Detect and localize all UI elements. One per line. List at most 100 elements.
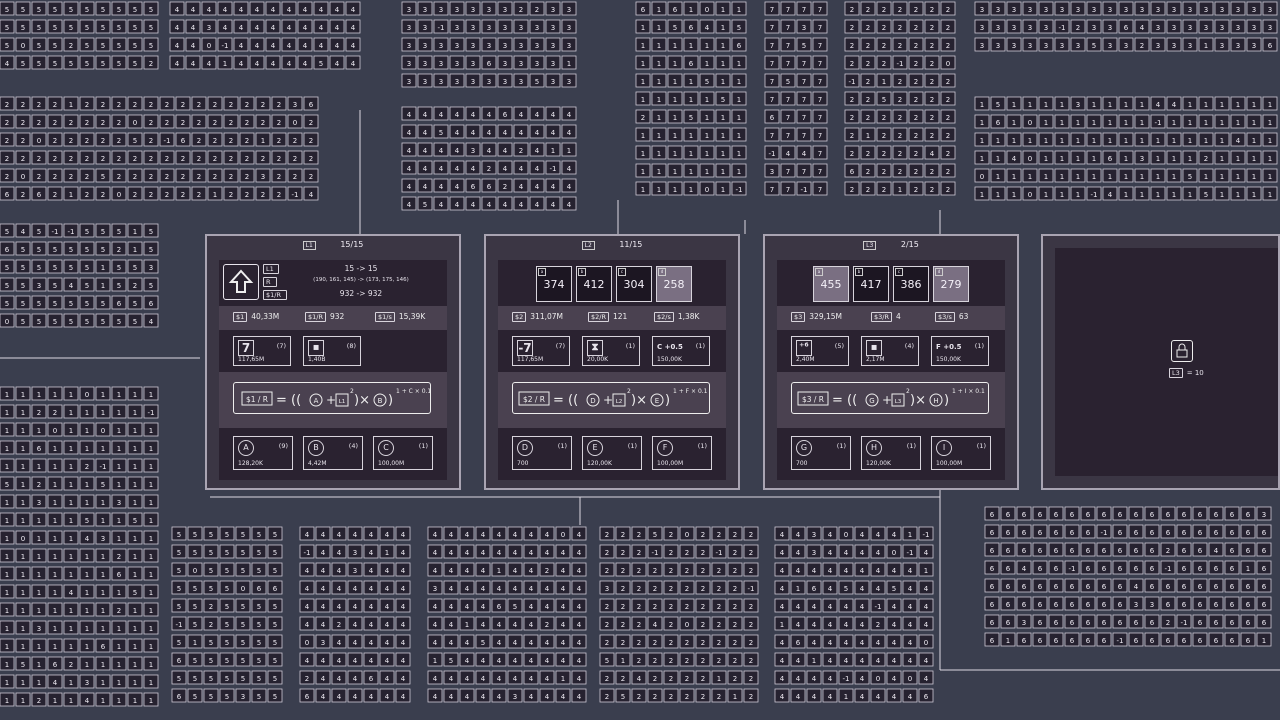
svg-text:4: 4 [860,585,865,593]
upgrade-d-button[interactable]: D(1)700 [512,436,572,470]
upgrade-e-button[interactable]: E(1)120,00K [582,436,642,470]
upgrade-c-button[interactable]: C(1)100,00M [373,436,433,470]
svg-text:4: 4 [423,183,428,191]
svg-text:5: 5 [177,675,181,683]
generator-button[interactable]: C +0.5(1)150,00K [652,336,710,366]
svg-text:3: 3 [503,78,507,86]
generator-button[interactable]: ▪(8)1,40B [303,336,361,366]
upgrade-button[interactable] [223,264,259,300]
svg-text:2: 2 [637,621,641,629]
upgrade-i-button[interactable]: I(1)100,00M [931,436,991,470]
svg-text:6: 6 [1038,547,1043,555]
svg-text:5: 5 [5,300,9,308]
generator-button[interactable]: -7(7)117,65M [512,336,570,366]
generator-button[interactable]: 7(7)117,65M [233,336,291,366]
generator-level: (8) [346,342,356,350]
svg-text:4: 4 [401,531,406,539]
svg-text:2: 2 [914,114,918,122]
svg-text:2: 2 [930,114,934,122]
svg-text:0: 0 [946,60,950,68]
svg-text:2: 2 [946,186,950,194]
svg-text:1: 1 [385,549,389,557]
svg-text:1: 1 [69,571,73,579]
svg-text:4: 4 [567,111,572,119]
per-second-value: 1,38K [677,312,700,321]
svg-text:4: 4 [497,549,502,557]
svg-text:1: 1 [101,391,105,399]
svg-text:6: 6 [990,601,995,609]
svg-text:5: 5 [101,60,105,68]
svg-text:4: 4 [455,201,460,209]
svg-text:2: 2 [882,6,886,14]
svg-text:3: 3 [455,6,459,14]
svg-text:1: 1 [1236,155,1240,163]
svg-text:4: 4 [876,657,881,665]
svg-text:4: 4 [812,693,817,701]
svg-text:1: 1 [641,60,645,68]
svg-text:6: 6 [1022,529,1027,537]
svg-text:4: 4 [465,603,470,611]
svg-text:6: 6 [1086,565,1091,573]
svg-text:4: 4 [1108,191,1113,199]
upgrade-h-button[interactable]: H(1)120,00K [861,436,921,470]
cell-value: 374 [543,278,565,291]
svg-text:6: 6 [1108,155,1113,163]
svg-text:3: 3 [1076,101,1080,109]
svg-text:7: 7 [786,132,790,140]
per-second-chip: $3/s [935,312,955,322]
upgrade-a-button[interactable]: A(9)128,20K [233,436,293,470]
svg-text:3: 3 [1108,6,1112,14]
generator-button[interactable]: ▪(4)2,17M [861,336,919,366]
svg-text:4: 4 [335,60,340,68]
generator-button[interactable]: ⁺⁶(5)2,40M [791,336,849,366]
svg-text:0: 0 [53,427,57,435]
svg-text:3: 3 [487,42,491,50]
upgrade-f-button[interactable]: F(1)100,00M [652,436,712,470]
svg-text:5: 5 [53,264,57,272]
svg-text:1: 1 [37,571,41,579]
svg-text:2: 2 [637,531,641,539]
svg-text:4: 4 [369,603,374,611]
svg-text:3: 3 [1204,6,1208,14]
svg-text:2: 2 [669,567,673,575]
svg-text:4: 4 [577,567,582,575]
svg-text:4: 4 [796,531,801,539]
generator-level: (7) [555,342,565,350]
svg-text:2: 2 [101,191,105,199]
svg-text:1: 1 [21,517,25,525]
chip-r: R [263,277,277,287]
level-progress: 2/15 [900,240,919,249]
svg-text:1: 1 [980,119,984,127]
upgrade-b-button[interactable]: B(4)4,42M [303,436,363,470]
svg-text:1: 1 [1156,191,1160,199]
svg-text:4: 4 [828,693,833,701]
svg-text:2: 2 [213,101,217,109]
upgrade-g-button[interactable]: G(1)700 [791,436,851,470]
generator-button[interactable]: F +0.5(1)150,00K [931,336,989,366]
generator-button[interactable]: ⧗(1)20,00K [582,336,640,366]
svg-text:6: 6 [1102,511,1107,519]
svg-text:3: 3 [439,42,443,50]
svg-text:1: 1 [1204,173,1208,181]
svg-text:3: 3 [551,24,555,32]
svg-text:2: 2 [701,657,705,665]
svg-text:4: 4 [844,549,849,557]
svg-text:6: 6 [1022,547,1027,555]
svg-text:4: 4 [401,639,406,647]
svg-text:6: 6 [1022,511,1027,519]
svg-text:4: 4 [337,531,342,539]
svg-text:4: 4 [369,585,374,593]
svg-text:4: 4 [577,549,582,557]
svg-text:1: 1 [996,137,1000,145]
svg-text:5: 5 [653,531,657,539]
svg-text:1: 1 [657,150,661,158]
svg-text:-1: -1 [1165,565,1172,573]
